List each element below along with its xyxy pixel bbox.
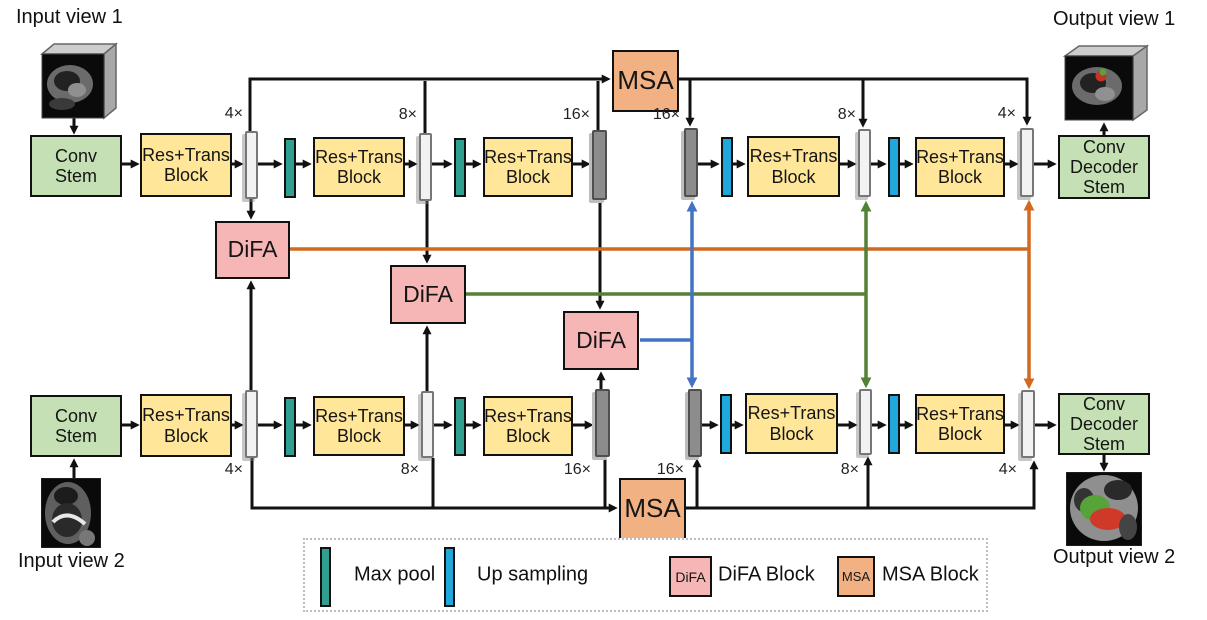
max-pool-bar-enc1-2 (454, 138, 466, 197)
legend-up-sampling-label: Up sampling (477, 563, 589, 586)
res-trans-block-dec1-2: Res+Trans Block (915, 137, 1005, 197)
output-view-2-label: Output view 2 (1053, 546, 1176, 568)
scale-label-dec2-8x: 8× (840, 461, 859, 478)
max-pool-bar-enc1-1 (284, 138, 296, 198)
legend-max-pool-swatch (320, 547, 331, 607)
res-trans-block-enc2-1: Res+Trans Block (140, 394, 232, 457)
scale-label-enc1-8x: 8× (398, 106, 417, 123)
feature-bar-dec1-4x (1020, 128, 1034, 197)
res-trans-block-enc1-3: Res+Trans Block (483, 137, 573, 197)
legend-up-sampling-swatch (444, 547, 455, 607)
scale-label-dec2-16x: 16× (656, 461, 684, 478)
output-view-2-image (1066, 472, 1142, 546)
res-trans-block-enc2-3: Res+Trans Block (483, 396, 573, 456)
scale-label-enc2-16x: 16× (563, 461, 591, 478)
scale-label-dec2-4x: 4× (998, 461, 1017, 478)
conv-decoder-stem-2: Conv Decoder Stem (1058, 393, 1150, 455)
legend-msa-swatch: MSA (837, 556, 875, 597)
up-sampling-bar-dec1-1 (721, 137, 733, 197)
legend-difa-label: DiFA Block (718, 563, 815, 586)
scale-label-enc2-4x: 4× (224, 461, 243, 478)
input-view-1-label: Input view 1 (16, 6, 123, 28)
legend-msa-label: MSA Block (882, 563, 979, 586)
max-pool-bar-enc2-1 (284, 397, 296, 457)
skip-line-bottom-decoder (686, 460, 1039, 510)
conv-stem-2: Conv Stem (30, 395, 122, 457)
legend-difa-swatch: DiFA (669, 556, 712, 597)
feature-bar-dec2-4x (1021, 390, 1035, 458)
conv-stem-1: Conv Stem (30, 135, 122, 197)
skip-line-top-encoder-to-msa1 (248, 74, 611, 131)
output-view-1-label: Output view 1 (1053, 8, 1176, 30)
up-sampling-bar-dec2-2 (888, 394, 900, 454)
up-sampling-bar-dec2-1 (720, 394, 732, 454)
msa-block-1: MSA (612, 50, 679, 112)
conv-decoder-stem-1: Conv Decoder Stem (1058, 135, 1150, 199)
res-trans-block-dec1-1: Res+Trans Block (747, 136, 840, 197)
feature-bar-dec2-8x (859, 389, 872, 455)
up-sampling-bar-dec1-2 (888, 137, 900, 197)
difa-block-1: DiFA (215, 221, 290, 279)
scale-label-dec1-8x: 8× (837, 106, 856, 123)
feature-bar-enc2-16x (595, 389, 610, 457)
res-trans-block-enc2-2: Res+Trans Block (313, 396, 405, 456)
input-view-2-image (41, 478, 101, 548)
scale-label-enc1-4x: 4× (224, 105, 243, 122)
res-trans-block-enc1-2: Res+Trans Block (313, 137, 405, 197)
feature-bar-dec1-16x (684, 128, 698, 197)
res-trans-block-dec2-1: Res+Trans Block (745, 393, 838, 454)
scale-label-enc2-8x: 8× (400, 461, 419, 478)
feature-bar-enc1-4x (245, 131, 258, 199)
legend: Max pool Up sampling DiFA DiFA Block MSA… (303, 538, 988, 612)
feature-bar-enc2-4x (245, 390, 258, 458)
res-trans-block-enc1-1: Res+Trans Block (140, 133, 232, 197)
max-pool-bar-enc2-2 (454, 397, 466, 456)
difa-block-2: DiFA (390, 265, 466, 324)
feature-bar-dec1-8x (858, 129, 871, 197)
legend-max-pool-label: Max pool (354, 563, 436, 586)
msa-block-2: MSA (619, 478, 686, 540)
scale-label-dec1-16x: 16× (652, 106, 680, 123)
feature-bar-enc1-16x (592, 130, 607, 200)
feature-bar-enc2-8x (421, 391, 434, 458)
feature-bar-dec2-16x (688, 389, 702, 457)
feature-bar-enc1-8x (419, 133, 432, 201)
scale-label-enc1-16x: 16× (562, 106, 590, 123)
res-trans-block-dec2-2: Res+Trans Block (915, 394, 1005, 454)
scale-label-dec1-4x: 4× (997, 105, 1016, 122)
input-view-2-label: Input view 2 (18, 550, 125, 572)
input-view-1-image (40, 42, 118, 120)
output-view-1-image (1063, 44, 1149, 122)
difa-block-3: DiFA (563, 311, 639, 370)
